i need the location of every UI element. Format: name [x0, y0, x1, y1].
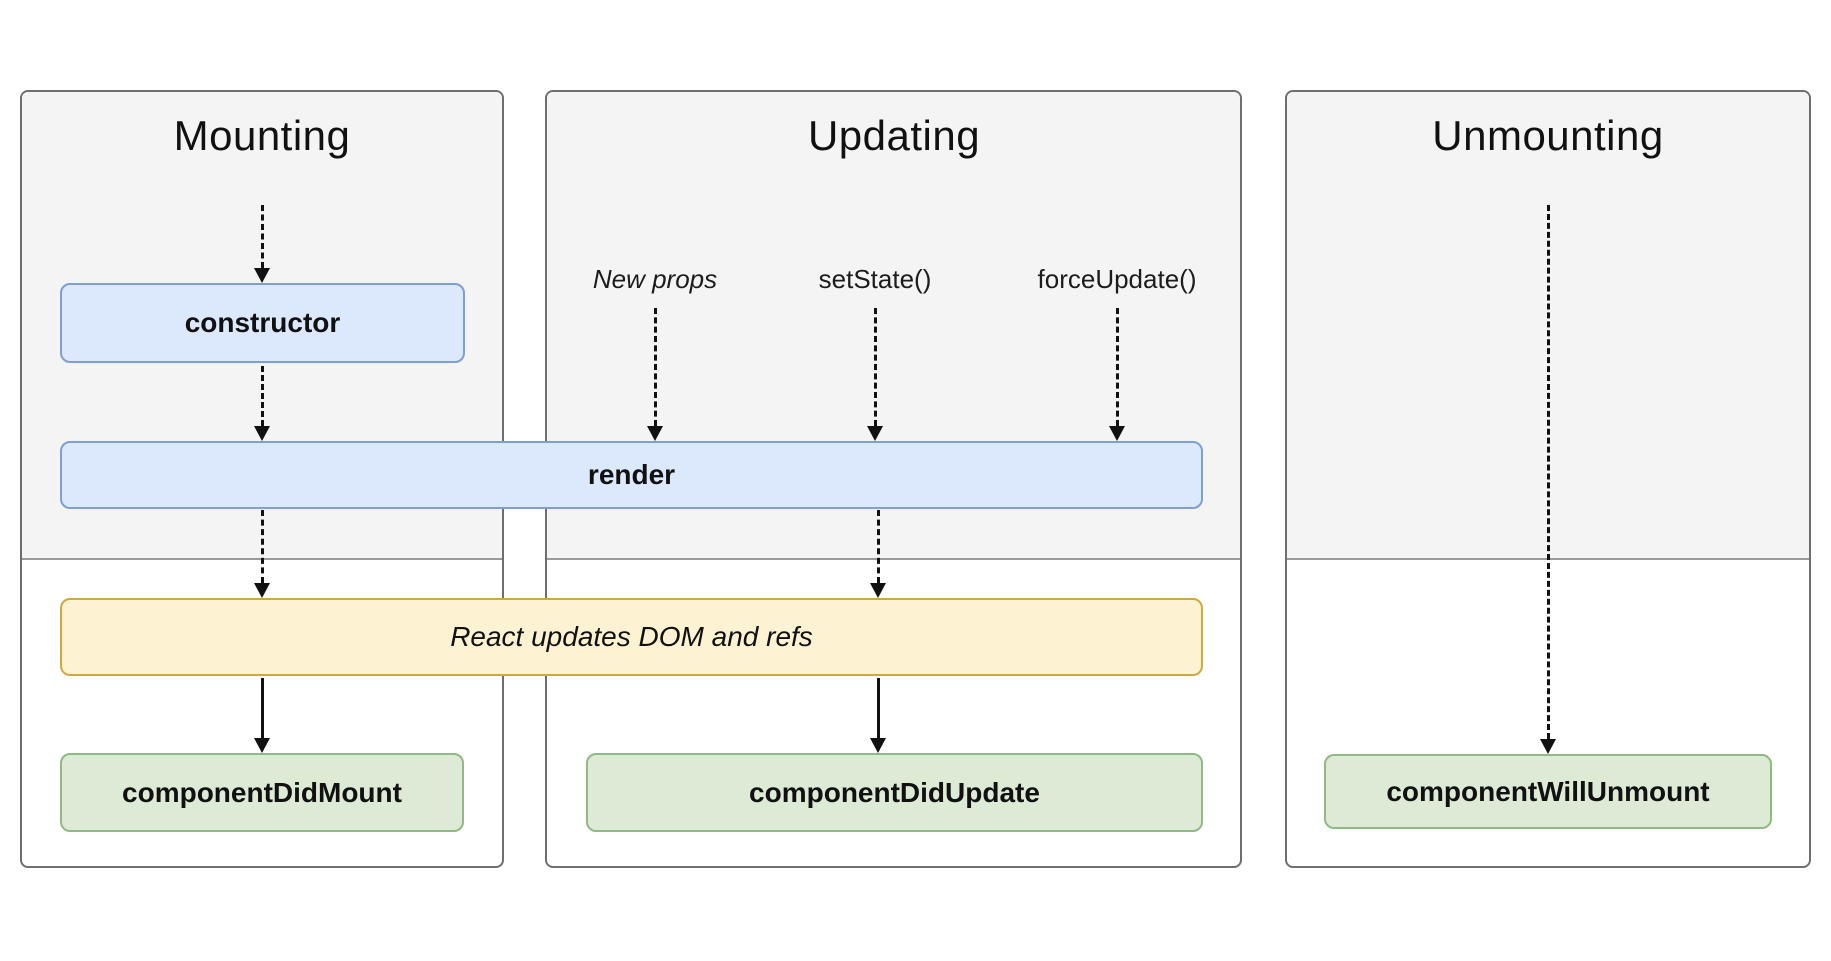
new-props-label: New props — [592, 264, 718, 294]
arrow-unmounting-to-will-unmount — [1539, 205, 1557, 754]
component-did-update-node: componentDidUpdate — [586, 753, 1203, 832]
arrow-dom-update-to-did-mount — [253, 678, 271, 753]
arrow-set-state-to-render — [866, 308, 884, 441]
arrow-force-update-to-render — [1108, 308, 1126, 441]
arrow-dom-update-to-did-update — [869, 678, 887, 753]
mounting-title: Mounting — [173, 112, 351, 159]
arrow-new-props-to-render — [646, 308, 664, 441]
react-updates-dom-node: React updates DOM and refs — [60, 598, 1203, 676]
arrow-render-to-dom-update-mounting — [253, 510, 271, 598]
constructor-node: constructor — [60, 283, 465, 363]
arrow-render-to-dom-update-updating — [869, 510, 887, 598]
component-did-mount-node: componentDidMount — [60, 753, 464, 832]
unmounting-title: Unmounting — [1432, 112, 1664, 159]
set-state-label: setState() — [818, 264, 932, 294]
force-update-label: forceUpdate() — [1037, 264, 1197, 294]
updating-title: Updating — [807, 112, 981, 159]
render-node: render — [60, 441, 1203, 509]
component-will-unmount-node: componentWillUnmount — [1324, 754, 1772, 829]
arrow-mounting-to-constructor — [253, 205, 271, 283]
arrow-constructor-to-render — [253, 366, 271, 441]
